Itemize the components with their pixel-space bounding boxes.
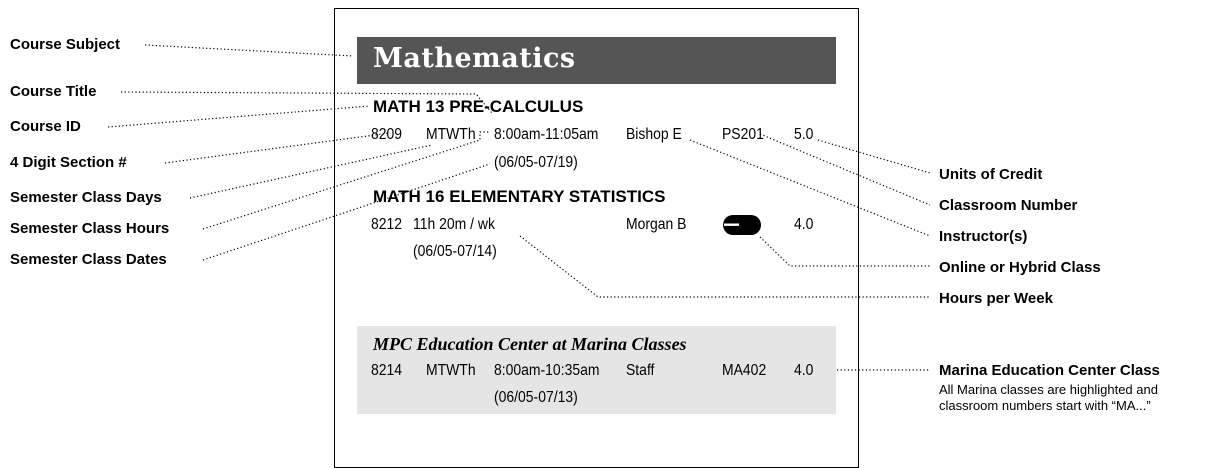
leader-course-title — [120, 91, 493, 114]
leader-class-hours — [202, 131, 490, 230]
instructor: Staff — [626, 362, 655, 379]
leader-online-hybrid — [759, 236, 930, 267]
label-marina-class: Marina Education Center Class — [939, 362, 1160, 379]
marina-header: MPC Education Center at Marina Classes — [373, 334, 687, 354]
label-class-dates: Semester Class Dates — [10, 251, 167, 268]
label-class-days: Semester Class Days — [10, 189, 162, 206]
leader-units — [817, 139, 931, 174]
section-number: 8209 — [371, 126, 403, 143]
label-class-hours: Semester Class Hours — [10, 220, 170, 237]
class-dates: (06/05-07/14) — [413, 243, 497, 260]
class-hours: 8:00am-10:35am — [494, 362, 600, 379]
marina-highlight — [357, 326, 836, 414]
instructor: Morgan B — [626, 216, 687, 233]
course-subject-heading: Mathematics — [373, 43, 576, 74]
leader-section-number — [164, 132, 391, 164]
course-heading: MATH 16 ELEMENTARY STATISTICS — [373, 187, 666, 206]
label-section-number: 4 Digit Section # — [10, 154, 127, 171]
leader-classroom — [759, 133, 931, 206]
instructor: Bishop E — [626, 126, 682, 143]
class-days: MTWTh — [426, 126, 476, 143]
units: 4.0 — [794, 216, 814, 233]
leader-course-subject — [144, 44, 354, 57]
label-course-title: Course Title — [10, 83, 97, 100]
label-online-hybrid: Online or Hybrid Class — [939, 259, 1101, 276]
course-heading: MATH 13 PRE-CALCULUS — [373, 97, 584, 116]
leader-instructors — [689, 139, 931, 237]
leader-class-dates — [202, 163, 491, 261]
units: 4.0 — [794, 362, 814, 379]
class-dates: (06/05-07/19) — [494, 154, 578, 171]
classroom: MA402 — [722, 362, 767, 379]
leader-hours-per-week — [519, 235, 930, 298]
leader-class-days — [189, 144, 433, 199]
label-course-subject: Course Subject — [10, 36, 121, 53]
leader-course-id — [107, 105, 371, 128]
marina-note: All Marina classes are highlighted and c… — [939, 382, 1158, 413]
class-hours: 8:00am-11:05am — [494, 126, 599, 143]
label-classroom: Classroom Number — [939, 197, 1078, 214]
hours-per-week: 11h 20m / wk — [413, 216, 495, 233]
subject-banner — [357, 37, 836, 84]
section-number: 8214 — [371, 362, 403, 379]
classroom: PS201 — [722, 126, 764, 143]
section-number: 8212 — [371, 216, 403, 233]
computer-mouse-icon — [722, 214, 762, 236]
class-days: MTWTh — [426, 362, 476, 379]
label-units: Units of Credit — [939, 166, 1043, 183]
units: 5.0 — [794, 126, 814, 143]
label-course-id: Course ID — [10, 118, 81, 135]
class-dates: (06/05-07/13) — [494, 389, 578, 406]
label-hours-per-week: Hours per Week — [939, 290, 1053, 307]
leader-lines — [107, 44, 931, 371]
label-instructors: Instructor(s) — [939, 228, 1028, 245]
